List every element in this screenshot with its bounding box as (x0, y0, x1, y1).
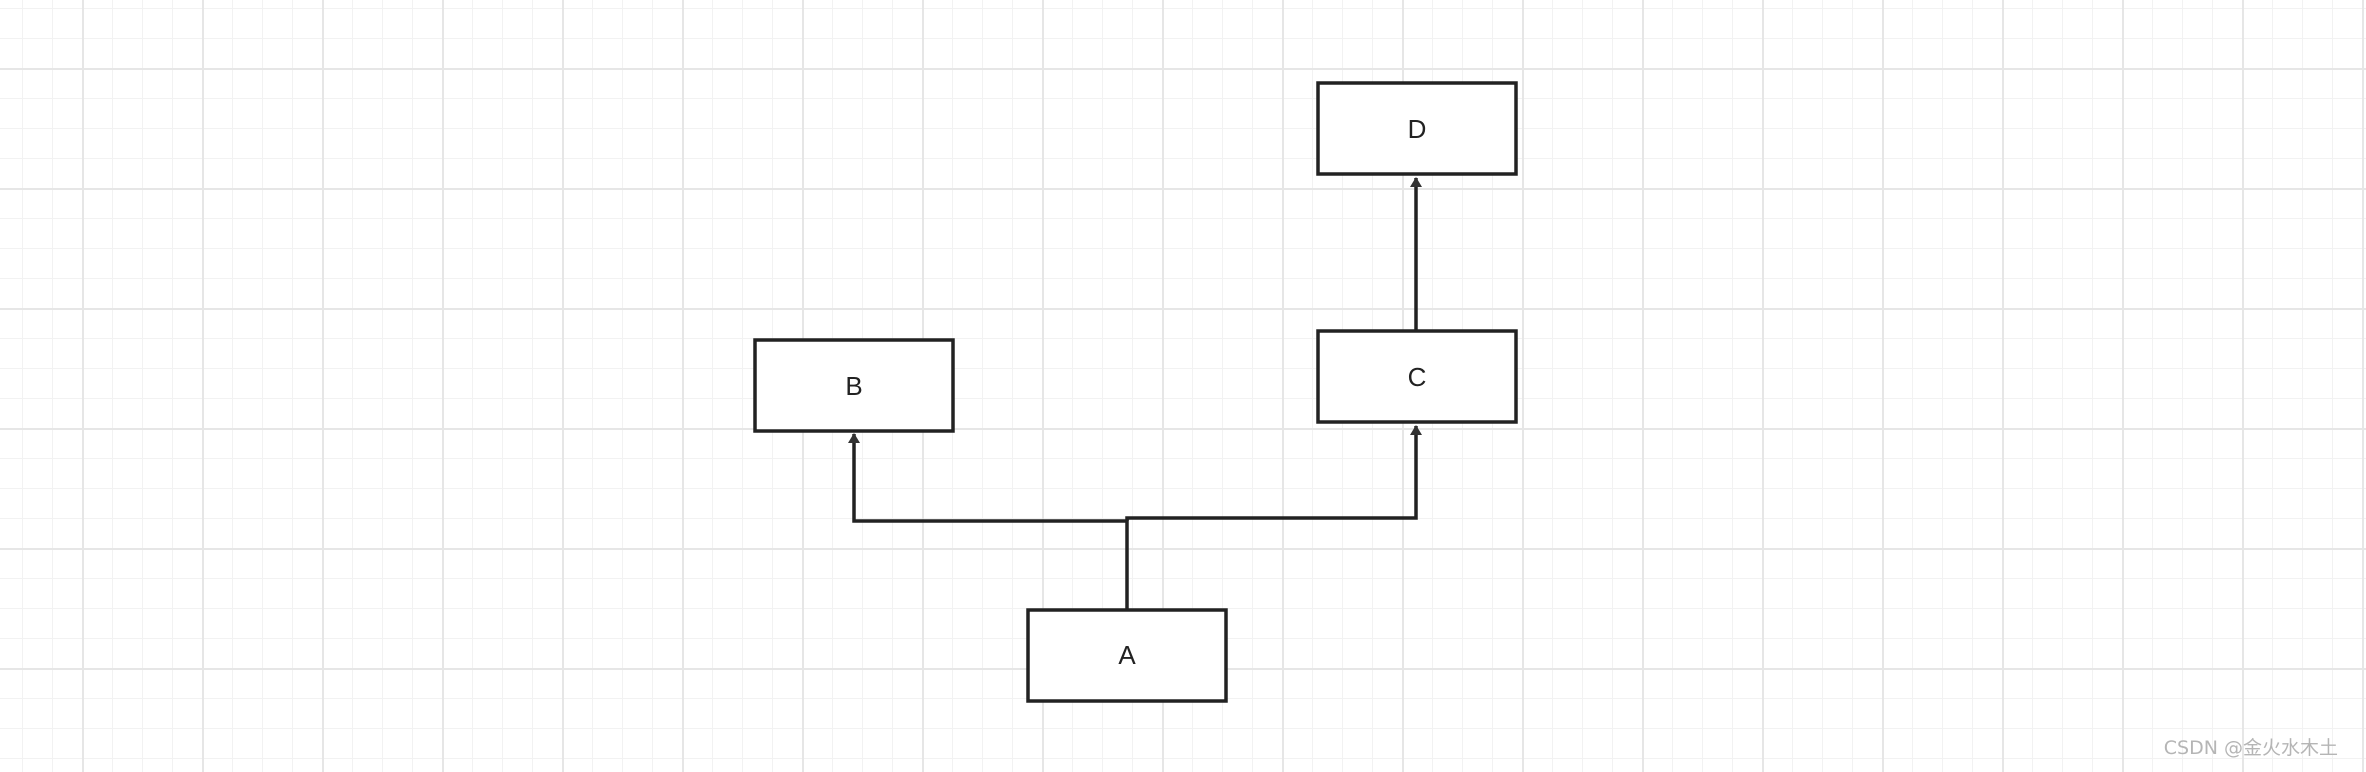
node-b[interactable]: B (753, 338, 955, 433)
node-c[interactable]: C (1316, 329, 1518, 424)
edges (848, 177, 1422, 610)
node-b-label: B (845, 371, 862, 401)
node-a-label: A (1118, 640, 1136, 670)
edge-a-to-c[interactable] (1125, 425, 1422, 521)
node-a[interactable]: A (1026, 608, 1228, 703)
node-d-label: D (1408, 114, 1427, 144)
node-d[interactable]: D (1316, 81, 1518, 176)
node-c-label: C (1408, 362, 1427, 392)
edge-a-to-b[interactable] (848, 433, 1129, 610)
watermark: CSDN @金火水木土 (2163, 737, 2338, 759)
